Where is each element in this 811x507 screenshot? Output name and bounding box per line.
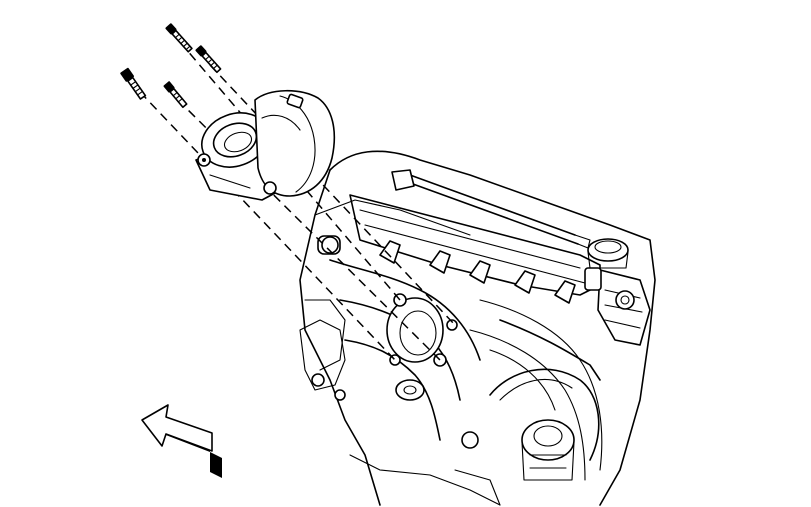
engine-assembly bbox=[299, 150, 656, 506]
lower-engine-components bbox=[395, 368, 600, 506]
throttle-body bbox=[195, 89, 336, 201]
bolt-icon bbox=[120, 67, 147, 100]
oil-filler-cap bbox=[587, 238, 629, 269]
arrow-left-icon bbox=[141, 404, 222, 478]
manifold-throttle-opening bbox=[386, 293, 458, 367]
bolt-icon bbox=[195, 45, 222, 74]
fuel-injector-row bbox=[317, 235, 576, 304]
bolt-icon bbox=[163, 81, 188, 109]
bolt-icon bbox=[165, 23, 193, 53]
